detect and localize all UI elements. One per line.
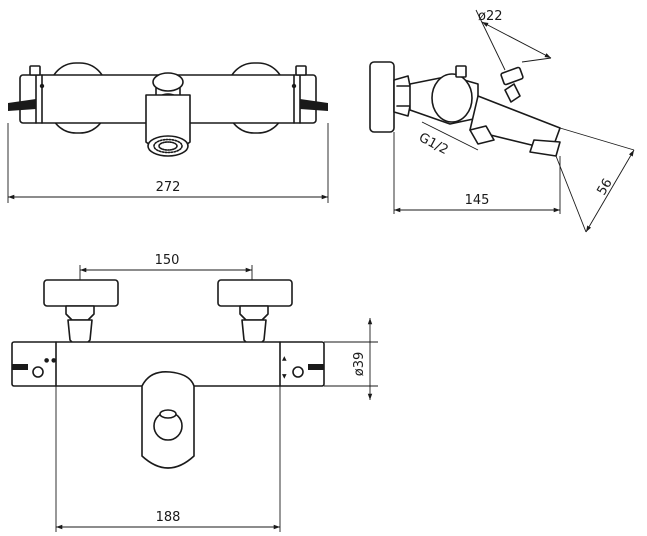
diverter-knob [152,72,184,92]
left-handle-lever [8,99,36,111]
dim-body-length: 188 [156,510,181,525]
diverter-cap [500,66,524,86]
left-knob [43,279,119,307]
svg-text:▼: ▼ [282,373,287,380]
front-view: 272 [7,62,329,203]
right-handle-lever [300,99,328,111]
right-lever [308,364,324,370]
dim-outlet-dia: ø22 [478,9,503,24]
left-lever [12,364,28,370]
side-view: ø22 G1/2 56 145 [369,9,635,233]
wall-flange [369,61,395,133]
dim-body-dia: ø39 [352,352,367,377]
svg-text:● ●: ● ● [44,357,56,364]
dim-side-height: 56 [594,176,615,198]
right-knob [217,279,293,307]
dim-thread: G1/2 [416,130,450,158]
dim-side-depth: 145 [465,193,490,208]
dim-front-width: 272 [156,180,181,195]
svg-text:▲: ▲ [282,355,287,362]
bottom-view: 150 ● ● ▲ ▼ ø39 188 [11,253,378,532]
dim-centers: 150 [155,253,180,268]
